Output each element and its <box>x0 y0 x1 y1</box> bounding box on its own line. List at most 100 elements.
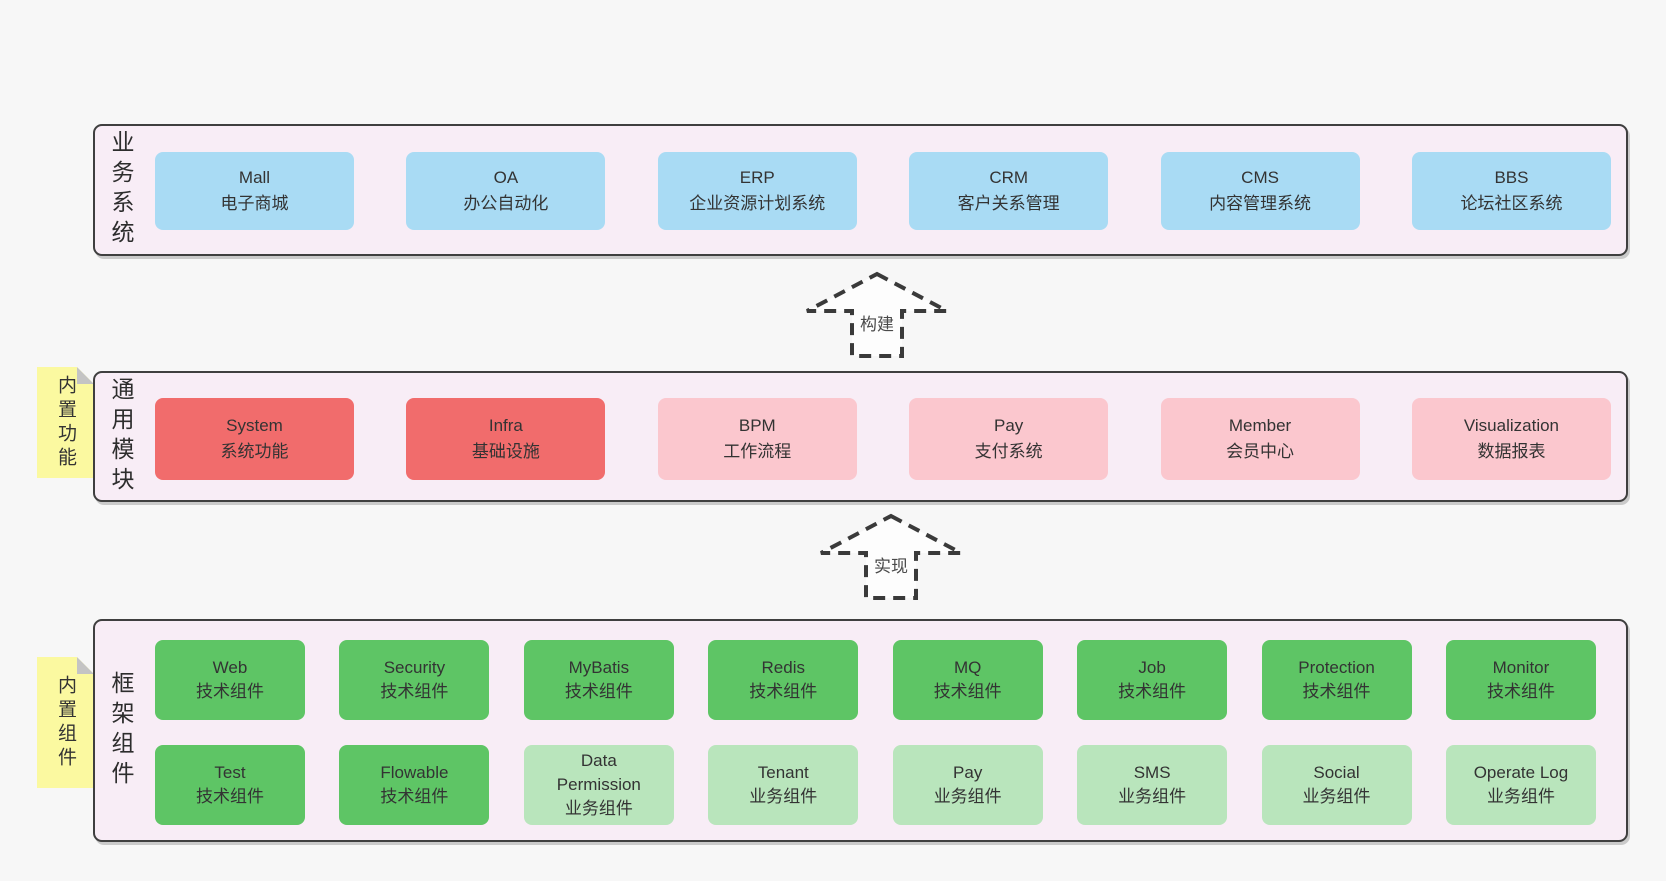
box-line: 技术组件 <box>933 682 1002 701</box>
box-line: ERP <box>739 168 775 187</box>
box-line: Infra <box>488 416 523 435</box>
module-box-mall: Mall 电子商城 <box>155 152 354 230</box>
module-box-flowable: Flowable 技术组件 <box>339 745 490 825</box>
box-line: 企业资源计划系统 <box>689 194 826 213</box>
box-line: 技术组件 <box>196 682 264 701</box>
common-modules-panel: 通用模块 System 系统功能 Infra 基础设施 BPM 工作流程 Pay 支付系统 Me… <box>93 371 1628 502</box>
box-line: Test <box>214 763 246 782</box>
sticky-note-label: 内置功能 <box>55 374 76 471</box>
module-box-cms: CMS 内容管理系统 <box>1160 152 1360 230</box>
box-line: System <box>226 416 283 435</box>
box-line: 业务组件 <box>1302 787 1371 806</box>
box-line: 支付系统 <box>974 442 1043 461</box>
box-line: 技术组件 <box>380 787 449 806</box>
box-line: Flowable <box>380 763 449 782</box>
module-box-monitor: Monitor 技术组件 <box>1445 640 1596 720</box>
box-line: Job <box>1138 658 1166 677</box>
module-box-security: Security 技术组件 <box>339 640 490 720</box>
box-line: 业务组件 <box>564 799 633 818</box>
box-line: 技术组件 <box>1302 682 1371 701</box>
sticky-note-label: 内置组件 <box>55 674 76 771</box>
box-line: Web <box>212 658 248 677</box>
box-line: Data <box>580 751 617 770</box>
box-line: 办公自动化 <box>463 194 549 213</box>
box-line: 业务组件 <box>749 787 818 806</box>
box-line: Social <box>1313 763 1360 782</box>
box-line: 业务组件 <box>1118 787 1187 806</box>
box-line: 业务组件 <box>1486 787 1555 806</box>
module-box-social: Social 业务组件 <box>1261 745 1412 825</box>
box-line: 内容管理系统 <box>1209 194 1312 213</box>
box-line: MQ <box>953 658 982 677</box>
box-line: 技术组件 <box>749 682 818 701</box>
up-arrow-outline <box>806 271 948 358</box>
box-line: Tenant <box>757 763 809 782</box>
box-line: Security <box>383 658 446 677</box>
box-line: 基础设施 <box>471 442 540 461</box>
module-box-pay-biz: Pay 业务组件 <box>892 745 1043 825</box>
framework-components-label: 框架组件 <box>108 670 134 791</box>
box-line: 论坛社区系统 <box>1460 194 1563 213</box>
box-line: Pay <box>953 763 983 782</box>
box-line: Mall <box>238 168 271 187</box>
sticky-note-built-in-components: 内置组件 <box>37 657 94 788</box>
module-box-oa: OA 办公自动化 <box>406 152 606 230</box>
box-line: BPM <box>738 416 776 435</box>
box-line: Protection <box>1298 658 1375 677</box>
box-line: 电子商城 <box>220 194 289 213</box>
box-line: Monitor <box>1492 658 1550 677</box>
build-arrow-label: 构建 <box>860 315 894 334</box>
box-line: MyBatis <box>568 658 630 677</box>
box-line: 技术组件 <box>380 682 449 701</box>
box-line: 会员中心 <box>1226 442 1295 461</box>
implement-arrow-label: 实现 <box>874 557 908 576</box>
module-box-mq: MQ 技术组件 <box>892 640 1043 720</box>
box-line: Operate Log <box>1473 763 1569 782</box>
module-box-member: Member 会员中心 <box>1160 398 1360 480</box>
up-arrow-outline <box>820 513 962 600</box>
box-line: Redis <box>761 658 805 677</box>
module-box-bbs: BBS 论坛社区系统 <box>1411 152 1611 230</box>
box-line: Member <box>1228 416 1292 435</box>
module-box-erp: ERP 企业资源计划系统 <box>657 152 857 230</box>
module-box-infra: Infra 基础设施 <box>406 398 606 480</box>
box-line: Visualization <box>1463 416 1560 435</box>
box-line: 客户关系管理 <box>957 194 1060 213</box>
module-box-protection: Protection 技术组件 <box>1261 640 1412 720</box>
sticky-note-built-in-features: 内置功能 <box>37 367 94 478</box>
module-box-operate-log: Operate Log 业务组件 <box>1445 745 1596 825</box>
module-box-pay: Pay 支付系统 <box>909 398 1109 480</box>
build-arrow: 构建 <box>806 271 948 358</box>
common-modules-label: 通用模块 <box>108 376 134 497</box>
implement-arrow: 实现 <box>820 513 962 600</box>
module-box-redis: Redis 技术组件 <box>708 640 859 720</box>
box-line: 系统功能 <box>220 442 289 461</box>
box-line: 技术组件 <box>1486 682 1555 701</box>
module-box-web: Web 技术组件 <box>155 640 305 720</box>
module-box-visualization: Visualization 数据报表 <box>1411 398 1611 480</box>
module-box-system: System 系统功能 <box>155 398 354 480</box>
box-line: BBS <box>1494 168 1529 187</box>
box-line: Permission <box>556 775 641 794</box>
box-line: 工作流程 <box>723 442 792 461</box>
box-line: CMS <box>1241 168 1279 187</box>
module-box-test: Test 技术组件 <box>155 745 305 825</box>
box-line: 技术组件 <box>196 787 264 806</box>
box-line: 业务组件 <box>933 787 1002 806</box>
common-modules-boxrow: System 系统功能 Infra 基础设施 BPM 工作流程 Pay 支付系统 Member 会… <box>155 398 1611 480</box>
module-box-bpm: BPM 工作流程 <box>657 398 857 480</box>
box-line: Pay <box>994 416 1024 435</box>
box-line: 数据报表 <box>1477 442 1546 461</box>
module-box-tenant: Tenant 业务组件 <box>708 745 859 825</box>
box-line: OA <box>493 168 519 187</box>
